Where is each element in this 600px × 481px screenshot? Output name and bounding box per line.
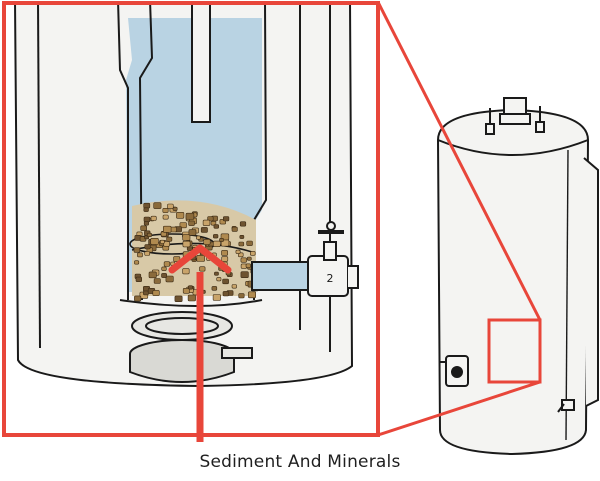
sediment-particle [144,244,151,250]
sediment-particle [221,250,228,256]
sediment-particle [212,294,221,301]
sediment-particle [246,256,252,261]
sediment-particle [245,263,251,268]
sediment-particle [147,232,153,237]
sediment-particle [165,275,174,283]
sediment-particle [240,257,247,263]
sediment-particle [182,234,191,241]
sediment-particle [188,220,195,226]
zoom-frame [2,1,380,437]
drain-valve: 2 [251,221,359,297]
sediment-particle [185,212,195,220]
sediment-particle [231,284,237,289]
sediment-particle [248,291,257,299]
sediment-particle [162,208,169,213]
sediment-particle [222,278,229,285]
sediment-particle [144,251,150,256]
sediment-particle [238,241,245,247]
sediment-particle [143,290,149,296]
sediment-particle [133,247,141,253]
sediment-particle [150,238,159,245]
sediment-particle [213,234,219,239]
sediment-particle [176,212,185,219]
sediment-particle [137,252,143,258]
sediment-particle [161,266,167,271]
sediment-particle [143,216,151,223]
sediment-particle [196,235,201,240]
sediment-particle [199,266,206,272]
sediment-particle [186,246,193,251]
sediment-particle [134,260,140,265]
sediment-particle [160,239,165,244]
sediment-particle [210,221,217,226]
zoom-target-box [487,318,542,384]
sediment-particle [150,215,157,221]
sediment-particle [182,287,190,294]
sediment-particle [163,261,171,267]
sediment-particle [143,202,151,209]
cutaway-view: 2 [2,1,380,442]
sediment-particle [172,206,178,211]
sediment-particle [182,268,190,275]
sediment-particle [135,276,142,283]
sediment-particle [188,285,194,290]
sediment-particle [182,240,191,248]
sediment-particle [153,278,161,284]
sediment-particle [202,219,211,226]
sediment-particle [143,221,149,226]
sediment-particle [216,277,222,282]
sediment-particle [240,271,249,279]
sediment-particle [187,294,196,302]
sediment-particle [179,222,187,229]
sediment-particle [163,241,170,247]
sediment-particle [200,227,208,233]
sediment-particle [173,256,181,262]
sediment-particle [213,224,219,229]
sediment-particle [134,295,142,302]
sediment-particle [231,226,238,232]
sediment-particle [246,240,253,246]
sediment-particle [188,229,197,236]
sediment-particle [250,251,256,256]
sediment-particle [211,286,218,291]
sediment-particle [152,290,160,296]
caption-sediment-and-minerals: Sediment And Minerals [199,452,401,472]
sediment-particle [219,238,224,242]
sediment-particle [221,256,229,262]
sediment-particle [166,236,173,242]
sediment-particle [235,249,241,254]
sediment-particle [239,221,247,227]
sediment-particle [163,225,172,233]
sediment-particle [223,216,230,222]
sediment-particle [239,235,245,239]
sediment-particle [222,291,230,297]
sediment-particle [153,202,162,209]
sediment-particle [167,203,174,209]
sediment-particle [140,225,147,231]
sediment-particle [213,240,221,248]
sediment-particle [203,239,211,245]
sediment-particle [238,293,245,299]
sediment-particle [162,214,169,220]
sediment-particle [148,271,157,279]
zoom-connector-lines [376,1,542,437]
svg-text:2: 2 [327,272,334,285]
sediment-arrow [168,244,232,442]
sediment-particle [174,295,183,302]
sediment-particle [214,271,219,276]
sediment-particle [196,255,205,262]
sediment-particle [161,273,167,278]
sediment-particle [143,207,149,212]
